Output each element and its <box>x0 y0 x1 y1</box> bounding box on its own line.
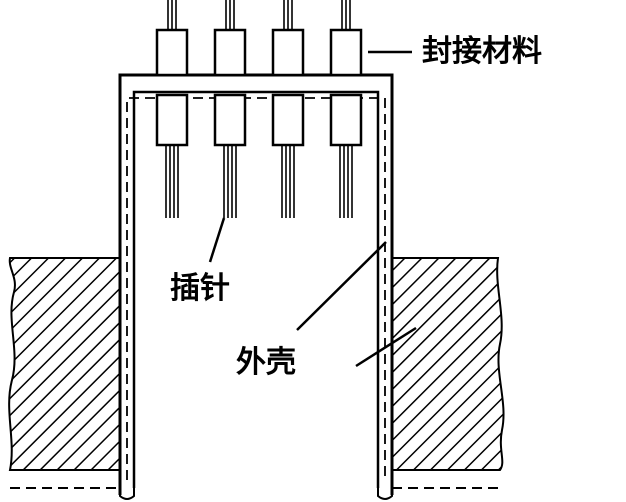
shell-outer <box>118 73 394 495</box>
label-shell: 外壳 <box>236 345 296 380</box>
shell-inner <box>132 90 380 488</box>
shell-foot-left <box>119 488 135 500</box>
pins <box>155 0 363 218</box>
label-sealing-material: 封接材料 <box>422 34 542 69</box>
pin-1 <box>155 0 189 218</box>
label-pin: 插针 <box>170 271 230 306</box>
leader-shell-1 <box>296 241 387 331</box>
shell-foot-right <box>377 488 393 500</box>
pin-4 <box>329 0 363 218</box>
left-base-block <box>8 257 121 471</box>
right-base-block <box>391 257 505 471</box>
pin-3 <box>271 0 305 218</box>
leader-pin <box>208 217 226 263</box>
leader-shell-2 <box>355 326 417 368</box>
pin-2 <box>213 0 247 218</box>
